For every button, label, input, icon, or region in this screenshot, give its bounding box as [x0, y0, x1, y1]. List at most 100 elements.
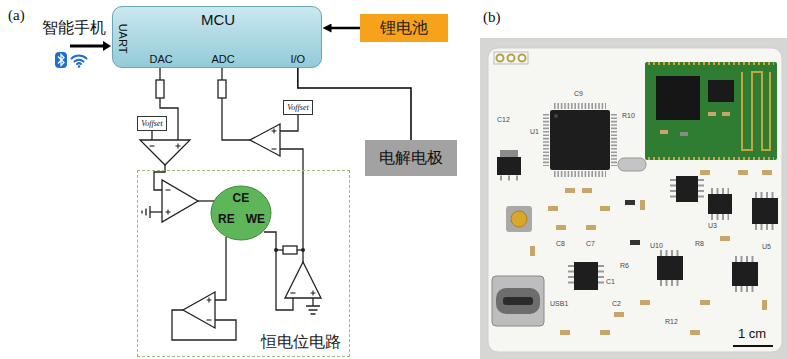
- electrode-name: CE: [233, 191, 250, 205]
- crystal: [618, 158, 646, 171]
- mcu-chip: [546, 106, 614, 174]
- smd-component: [556, 225, 566, 230]
- silkscreen-label: U10: [650, 242, 663, 250]
- ic-chip: [735, 256, 755, 262]
- node-text: Voffset: [287, 102, 308, 113]
- ic-chip: [657, 256, 683, 280]
- silkscreen-label: R10: [622, 112, 635, 120]
- photo-background: [480, 38, 787, 359]
- voltage-regulator: [500, 150, 518, 157]
- bluetooth-module: [680, 132, 688, 136]
- opamp-polarity-mark: [166, 210, 171, 215]
- phone-link-arrow: [70, 45, 104, 48]
- ic-chip: [708, 194, 732, 214]
- bluetooth-module: [708, 112, 716, 116]
- circuit-wire: [280, 149, 303, 262]
- junction-dot: [274, 248, 278, 252]
- circuit-wire: [222, 68, 250, 140]
- device-label: 智能手机: [42, 18, 106, 38]
- electrode-name: RE: [218, 212, 235, 226]
- smd-component: [548, 206, 558, 211]
- ic-chip: [571, 176, 778, 290]
- smd-component: [560, 330, 570, 335]
- ic-chip: [755, 192, 775, 198]
- ic-chip: [698, 179, 704, 199]
- ic-chip: [755, 224, 775, 230]
- wifi-icon: [72, 56, 87, 59]
- offset-voltage-box: Voffset: [283, 100, 312, 115]
- opamp-polarity-mark: [150, 145, 155, 146]
- pin-header: [519, 55, 526, 62]
- ground-symbol: [142, 206, 320, 314]
- scale-bar: [733, 345, 773, 347]
- region-title: 恒电位电路: [261, 332, 341, 352]
- opamp-symbol: [140, 124, 321, 328]
- mcu-box: MCUUARTDACADCI/O: [112, 6, 322, 68]
- usb-c-port: [496, 288, 540, 314]
- cell-outline: [211, 186, 271, 240]
- smd-component: [630, 240, 640, 245]
- smd-component: [738, 170, 748, 175]
- phone-link-arrow: [103, 41, 111, 51]
- smd-component: [530, 170, 772, 335]
- voltage-regulator: [500, 176, 518, 181]
- opamp-symbol: [183, 292, 215, 328]
- smd-component: [762, 170, 772, 175]
- offset-voltage-box: Voffset: [137, 116, 166, 131]
- mcu-chip: [554, 114, 558, 118]
- wifi-icon: [75, 60, 84, 62]
- battery-box: 锂电池: [360, 14, 448, 42]
- crystal: [618, 158, 646, 171]
- pcb-board: [488, 48, 782, 352]
- pin-header: [494, 52, 528, 64]
- smd-component: [720, 236, 730, 241]
- silkscreen-label: C9: [574, 90, 583, 98]
- opamp-polarity-mark: [176, 144, 181, 149]
- electrode-box: 电解电极: [365, 140, 457, 176]
- ic-chip: [711, 214, 729, 220]
- chip-name: MCU: [201, 11, 235, 29]
- opamp-polarity-mark: [272, 148, 277, 149]
- silkscreen-label: C8: [556, 240, 565, 248]
- opamp-polarity-mark: [272, 129, 277, 134]
- silkscreen-label: U5: [762, 243, 771, 251]
- circuit-wire: [280, 115, 298, 131]
- scale-label: 1 cm: [738, 326, 766, 341]
- ic-chip: [660, 280, 680, 286]
- circuit-wire: [151, 131, 152, 140]
- circuit-wire: [198, 200, 214, 201]
- mcu-chip: [554, 171, 606, 177]
- smd-component: [600, 206, 610, 211]
- ic-chip: [568, 265, 574, 287]
- bluetooth-module: [648, 157, 774, 160]
- ground-symbol: [142, 206, 150, 218]
- smd-component: [565, 188, 575, 193]
- silkscreen-label: R6: [620, 262, 629, 270]
- pin-header: [494, 52, 528, 64]
- electrode-name: WE: [246, 212, 265, 226]
- smd-component: [614, 312, 624, 317]
- node-text: Voffset: [141, 118, 162, 129]
- circuit-wire: [150, 68, 313, 340]
- mcu-chip: [550, 110, 610, 170]
- usb-c-port: [503, 297, 533, 305]
- push-button: [511, 211, 527, 227]
- push-button: [506, 206, 532, 232]
- silkscreen-label: U3: [708, 222, 717, 230]
- resistor-symbol: [156, 80, 164, 98]
- silkscreen-label: C7: [586, 240, 595, 248]
- silkscreen-label: USB1: [550, 300, 568, 308]
- voltage-regulator: [497, 157, 521, 175]
- node-text: 电解电极: [379, 148, 443, 168]
- smd-component: [700, 170, 710, 175]
- pin-name: UART: [116, 23, 129, 53]
- ic-chip: [735, 286, 755, 292]
- mcu-chip: [554, 103, 606, 109]
- bluetooth-module: [708, 80, 734, 102]
- ic-chip: [732, 262, 758, 286]
- pin-name: ADC: [212, 53, 235, 66]
- smd-component: [690, 330, 700, 335]
- opamp-polarity-mark: [291, 292, 296, 293]
- bluetooth-module: [645, 62, 777, 160]
- smd-component: [762, 300, 767, 310]
